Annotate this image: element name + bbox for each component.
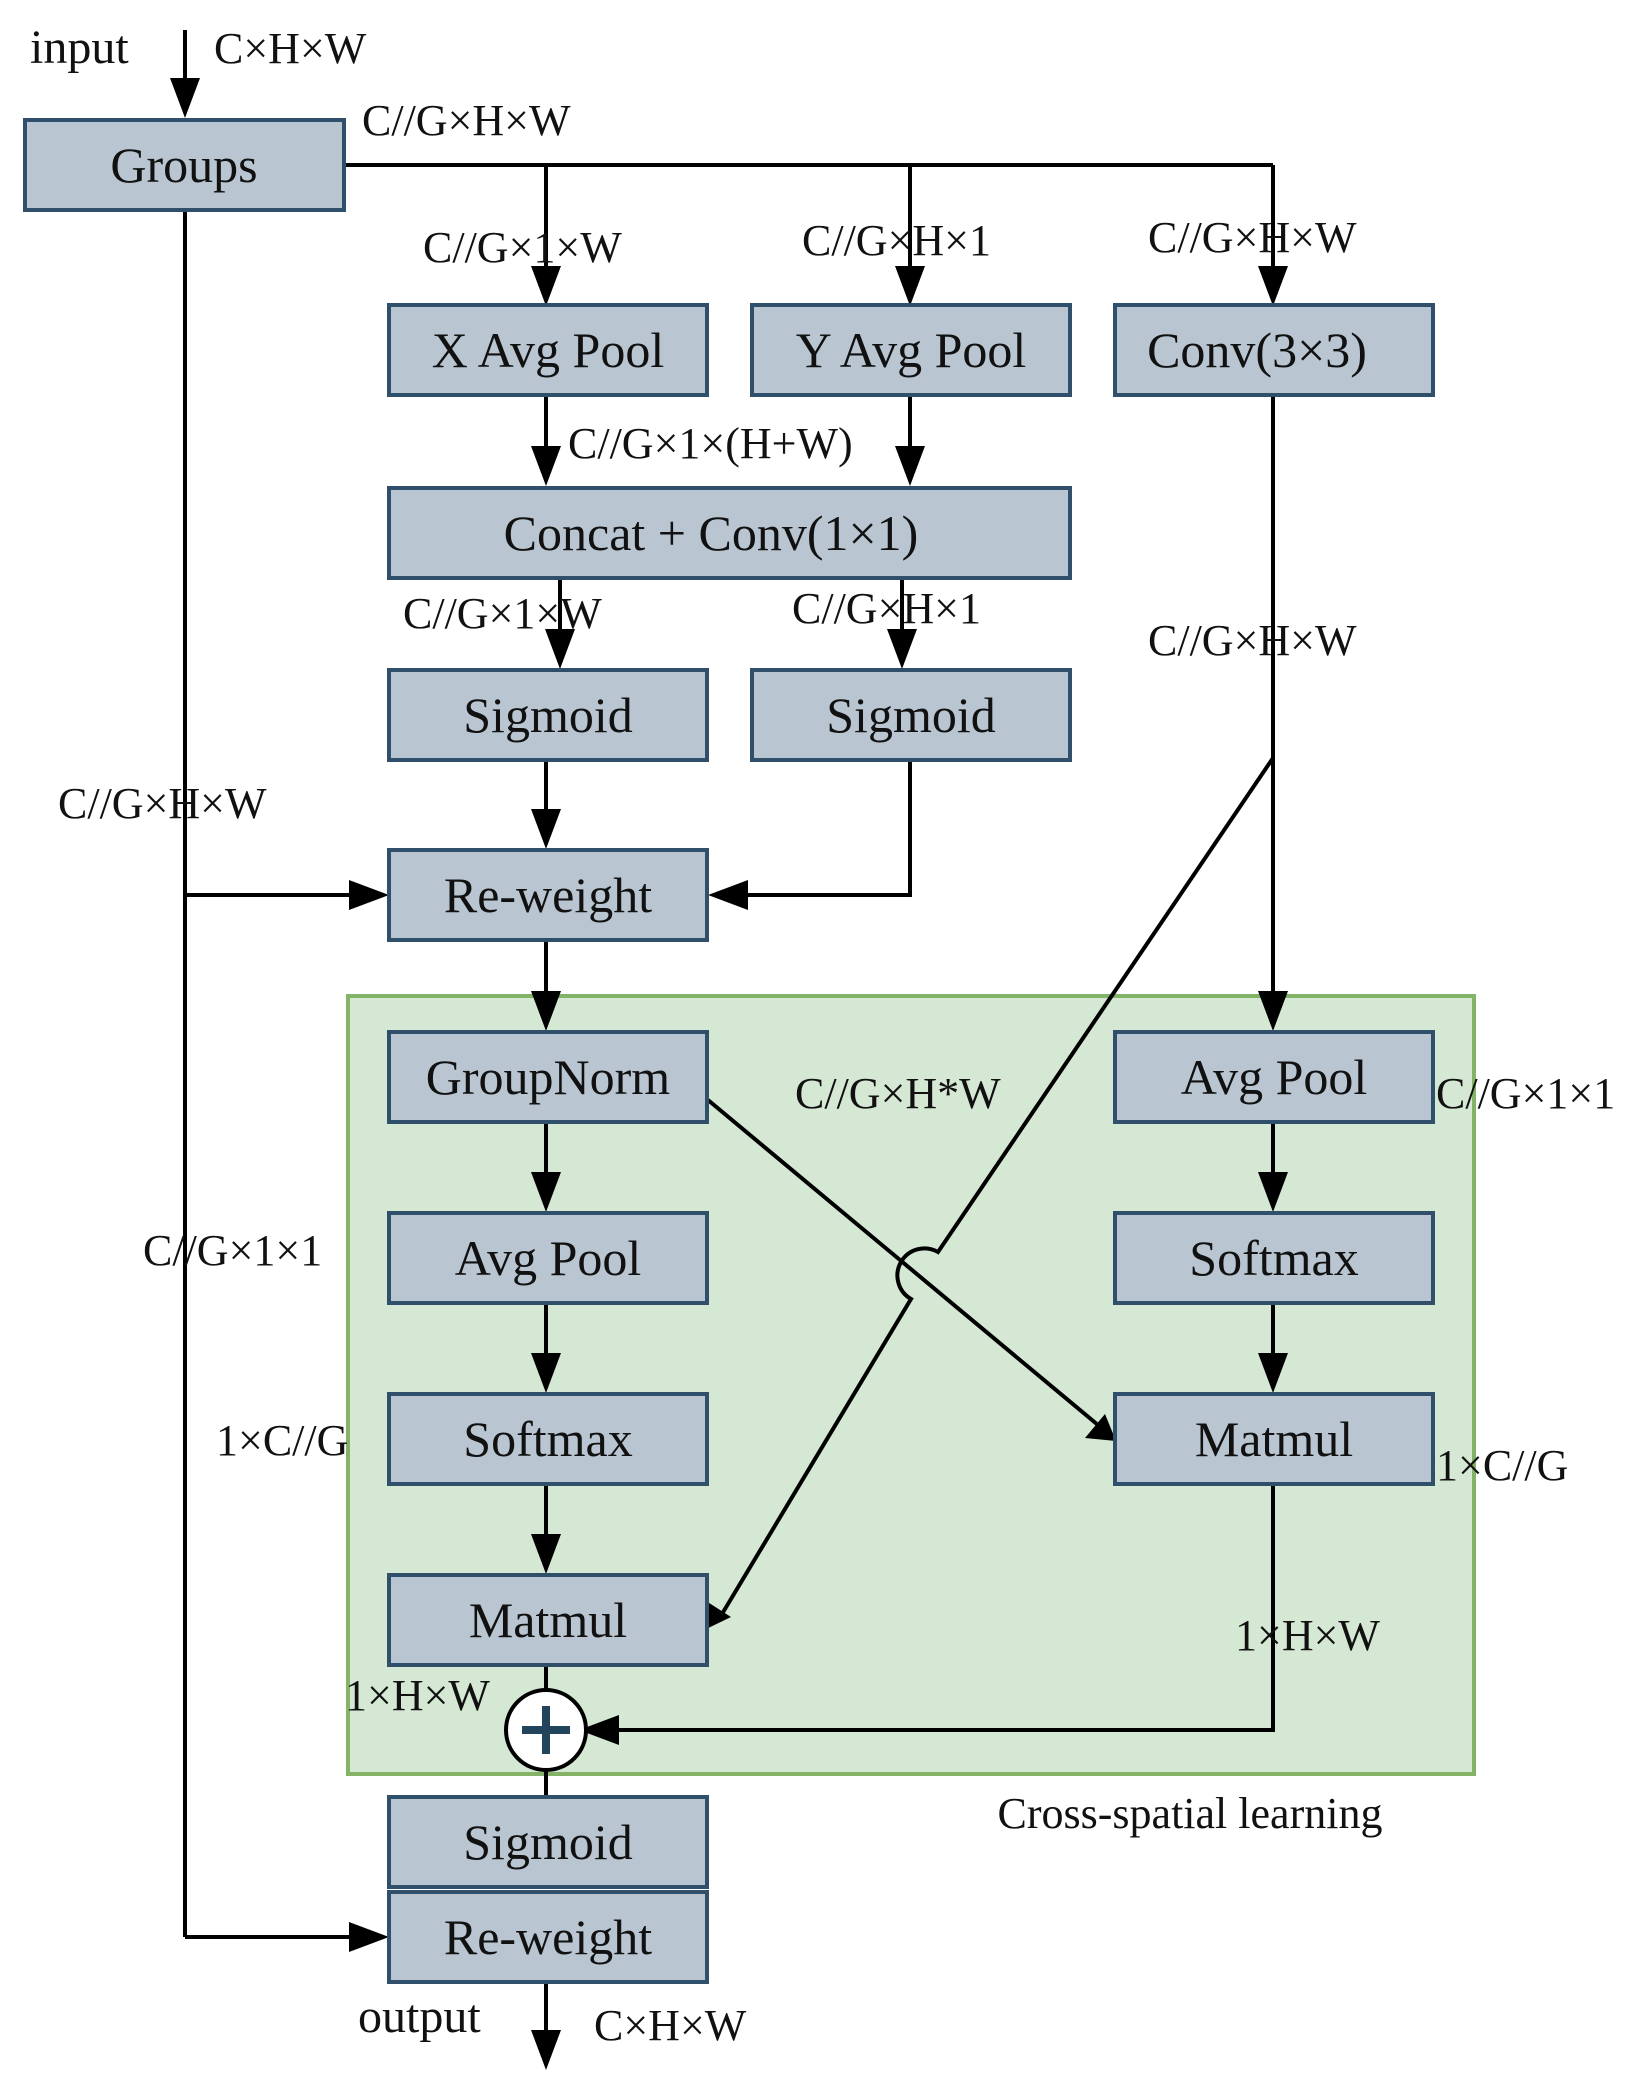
dim-matmul-left-out: 1×H×W (345, 1671, 490, 1720)
dim-x-pool-in: C//G×1×W (423, 223, 622, 272)
dim-matmul-right-side: 1×C//G (1436, 1441, 1568, 1490)
sigmoid-x-label: Sigmoid (463, 687, 632, 743)
sigmoid-out-box: Sigmoid (387, 1795, 709, 1889)
softmax-right-box: Softmax (1113, 1211, 1435, 1305)
arrowhead (579, 1715, 619, 1745)
sigmoid-y-box: Sigmoid (750, 668, 1072, 762)
dim-conv-in: C//G×H×W (1148, 213, 1357, 262)
dim-cross-mid: C//G×H*W (795, 1069, 1001, 1118)
reweight-out-label: Re-weight (444, 1909, 652, 1965)
arrowhead (531, 1353, 561, 1393)
groups-label: Groups (110, 137, 257, 193)
x-avg-pool-label: X Avg Pool (432, 322, 664, 378)
y-avg-pool-box: Y Avg Pool (750, 303, 1072, 397)
dim-avgpool-right-out: C//G×1×1 (1436, 1069, 1615, 1118)
arrowhead (545, 629, 575, 669)
dim-y-pool-in: C//G×H×1 (802, 216, 991, 265)
arrowhead (702, 1601, 731, 1631)
reweight-box: Re-weight (387, 848, 709, 942)
dim-sig-y-in: C//G×H×1 (792, 584, 981, 633)
conv-to-matmul-left (720, 756, 1275, 1616)
dim-softmax-left-side: 1×C//G (216, 1416, 348, 1465)
avgpool-right-label: Avg Pool (1181, 1049, 1368, 1105)
matmul-right-box: Matmul (1113, 1392, 1435, 1486)
arrowhead (1258, 1353, 1288, 1393)
matmul-left-label: Matmul (469, 1592, 627, 1648)
arrowhead (531, 991, 561, 1031)
softmax-left-box: Softmax (387, 1392, 709, 1486)
dim-avgpool-left-side: C//G×1×1 (143, 1226, 322, 1275)
dim-groups-out: C//G×H×W (362, 96, 571, 145)
avgpool-right-box: Avg Pool (1113, 1030, 1435, 1124)
avgpool-left-box: Avg Pool (387, 1211, 709, 1305)
concat-box: Concat + Conv(1×1) (387, 486, 1072, 580)
y-avg-pool-label: Y Avg Pool (796, 322, 1027, 378)
arrowhead (531, 1534, 561, 1574)
arrowhead (1258, 991, 1288, 1031)
arrowhead (349, 1922, 389, 1952)
arrowhead (531, 446, 561, 486)
arrowhead (349, 880, 389, 910)
dim-conv-out: C//G×H×W (1148, 616, 1357, 665)
arrowhead (708, 880, 748, 910)
concat-label: Concat + Conv(1×1) (504, 505, 919, 561)
softmax-left-label: Softmax (463, 1411, 632, 1467)
arrowhead (1085, 1414, 1116, 1441)
arrowhead (531, 266, 561, 306)
dim-concat-in: C//G×1×(H+W) (568, 419, 853, 468)
output-label: output (358, 1990, 481, 2043)
dim-sig-x-in: C//G×1×W (403, 589, 602, 638)
arrowhead (170, 78, 200, 118)
groupnorm-box: GroupNorm (387, 1030, 709, 1124)
sum-node (504, 1688, 588, 1772)
region-caption: Cross-spatial learning (998, 1789, 1383, 1838)
arrowhead (887, 629, 917, 669)
arrowheads (170, 78, 1288, 2070)
groupnorm-label: GroupNorm (426, 1049, 671, 1105)
matmul-right-label: Matmul (1195, 1411, 1353, 1467)
dim-output: C×H×W (594, 2001, 747, 2050)
dim-input: C×H×W (214, 24, 367, 73)
sig-y-to-reweight (722, 760, 912, 897)
conv3-box: Conv(3×3) (1113, 303, 1435, 397)
arrowhead (895, 266, 925, 306)
arrowhead (531, 809, 561, 849)
groups-box: Groups (23, 118, 346, 212)
matmul-left-box: Matmul (387, 1573, 709, 1667)
avgpool-left-label: Avg Pool (455, 1230, 642, 1286)
sigmoid-y-label: Sigmoid (826, 687, 995, 743)
arrowhead (895, 446, 925, 486)
reweight-label: Re-weight (444, 867, 652, 923)
x-avg-pool-box: X Avg Pool (387, 303, 709, 397)
dim-matmul-right-out: 1×H×W (1235, 1611, 1380, 1660)
softmax-right-label: Softmax (1189, 1230, 1358, 1286)
arrowhead (1258, 266, 1288, 306)
reweight-out-box: Re-weight (387, 1890, 709, 1984)
sigmoid-x-box: Sigmoid (387, 668, 709, 762)
dim-skip-top: C//G×H×W (58, 779, 267, 828)
input-label: input (30, 21, 129, 74)
arrowhead (1258, 1172, 1288, 1212)
sigmoid-out-label: Sigmoid (463, 1814, 632, 1870)
arrowhead (531, 1172, 561, 1212)
matmul-right-to-sum (595, 1484, 1275, 1732)
arrowhead (531, 2030, 561, 2070)
conv3-label: Conv(3×3) (1147, 322, 1367, 378)
